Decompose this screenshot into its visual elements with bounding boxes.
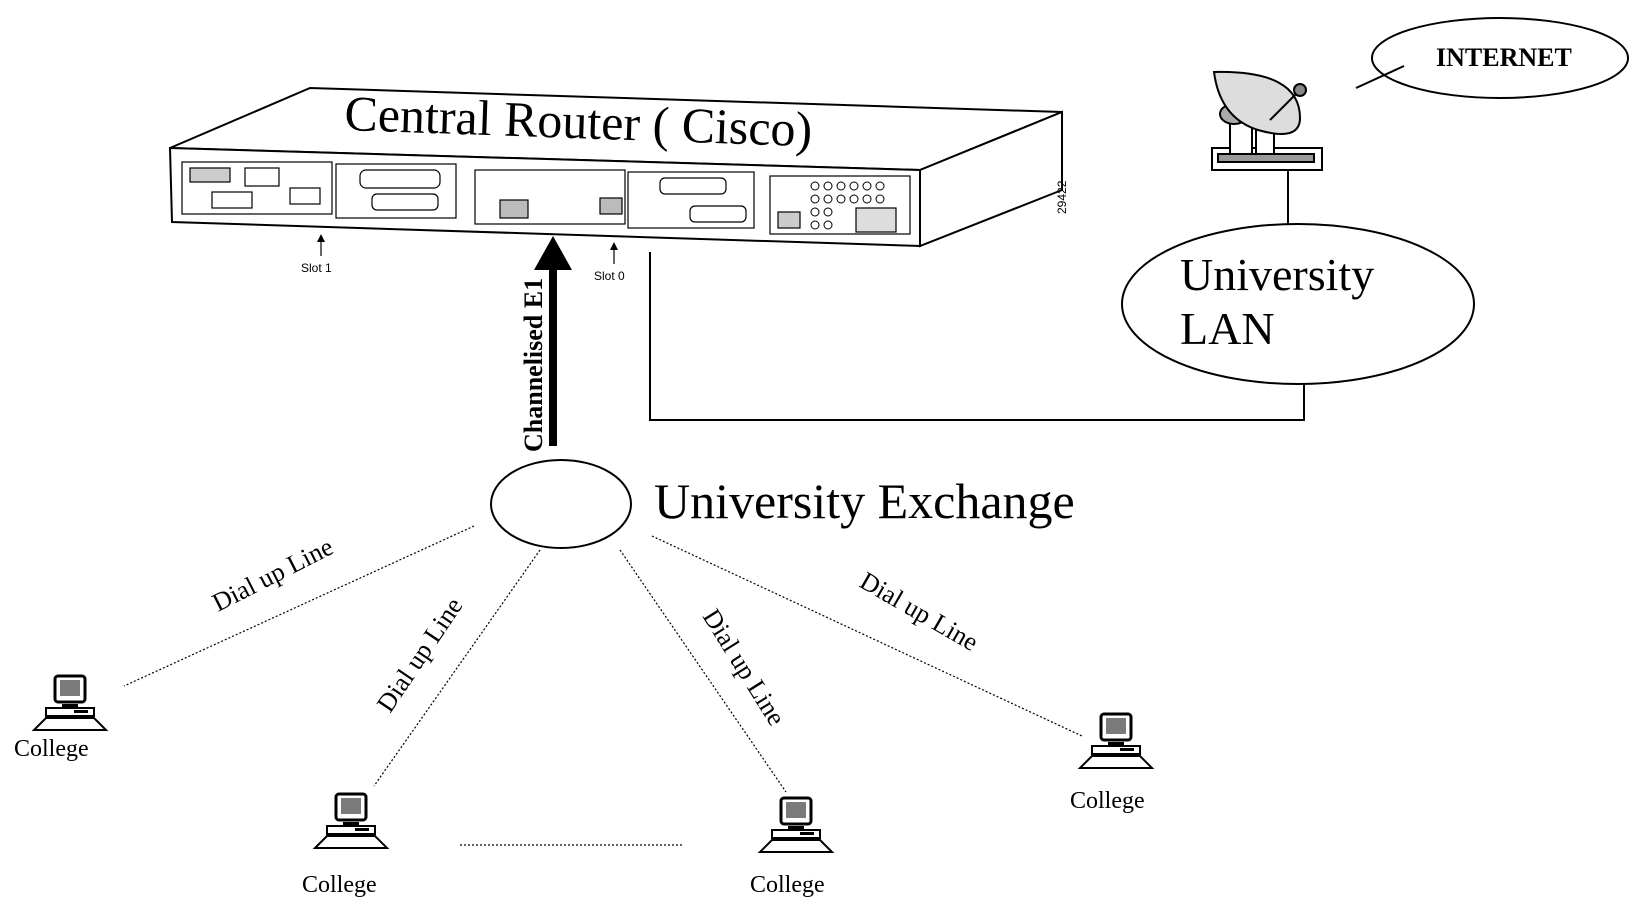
- dial-line-2: [373, 549, 541, 787]
- dial-label-1: Dial up Line: [208, 532, 338, 618]
- uplink-label: Channelised E1: [519, 278, 548, 452]
- slot-1-marker: Slot 1: [301, 234, 332, 275]
- college-1: College: [14, 674, 108, 762]
- lan-line2: LAN: [1180, 303, 1275, 354]
- e1-uplink: Channelised E1: [519, 236, 572, 452]
- slot-0-label: Slot 0: [594, 269, 625, 283]
- router-side-face: [919, 110, 1063, 248]
- router-slot-modules: [181, 161, 911, 235]
- dial-up-links: [123, 525, 1083, 846]
- computer-icon: [32, 674, 108, 732]
- internet-label: INTERNET: [1436, 43, 1572, 72]
- computer-icon: [313, 792, 389, 850]
- exchange-ellipse: [490, 459, 632, 549]
- router-lan-link: [649, 252, 1305, 421]
- slot-1-label: Slot 1: [301, 261, 332, 275]
- computer-icon: [758, 796, 834, 854]
- slot-0-marker: Slot 0: [594, 242, 625, 283]
- computer-icon: [1078, 712, 1154, 770]
- university-lan: University LAN: [1121, 223, 1475, 385]
- college-label-2: College: [302, 872, 377, 898]
- college-label-4: College: [1070, 788, 1145, 814]
- dial-line-4: [651, 535, 1083, 737]
- exchange-label: University Exchange: [654, 473, 1075, 529]
- lan-ellipse: [1121, 223, 1475, 385]
- lan-line1: University: [1180, 249, 1374, 300]
- dial-label-2: Dial up Line: [371, 592, 469, 717]
- router-serial: 29422: [1055, 180, 1069, 214]
- dial-line-3: [619, 549, 787, 793]
- router-panel-dots: [810, 181, 885, 230]
- dial-label-3: Dial up Line: [697, 604, 791, 731]
- university-exchange: University Exchange: [490, 459, 1075, 549]
- satellite-dish-icon: [1211, 70, 1323, 171]
- internet-node: INTERNET: [1355, 17, 1629, 99]
- internet-link: [1355, 65, 1405, 89]
- dial-line-1: [123, 525, 475, 687]
- dial-label-4: Dial up Line: [855, 566, 983, 657]
- college-2: College: [302, 792, 389, 898]
- college-4: College: [1070, 712, 1154, 814]
- central-router: Central Router ( Cisco) 29422: [168, 85, 1069, 248]
- dial-up-labels: Dial up Line Dial up Line Dial up Line D…: [208, 532, 984, 731]
- college-3: College: [750, 796, 834, 898]
- college-label-1: College: [14, 736, 89, 762]
- college-label-3: College: [750, 872, 825, 898]
- internet-ellipse: [1371, 17, 1629, 99]
